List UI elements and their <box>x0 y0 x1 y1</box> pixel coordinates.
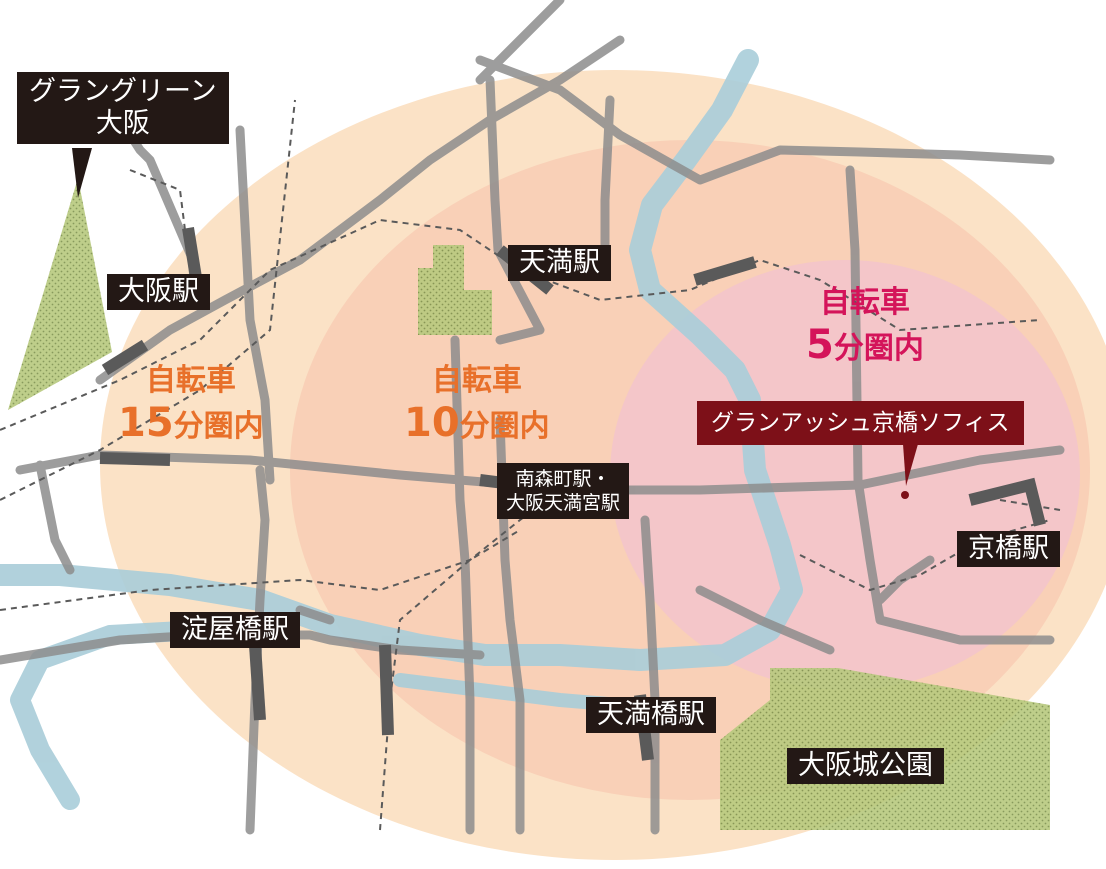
label-destination: グランアッシュ京橋ソフィス <box>697 401 1024 445</box>
zone-10min-value: 10分圏内 <box>404 400 550 450</box>
zone-15min-unit: 分圏内 <box>173 409 264 444</box>
zone-10min-label: 自転車 10分圏内 <box>404 362 550 450</box>
label-minamimorimachi-station: 南森町駅・ 大阪天満宮駅 <box>497 463 630 519</box>
zone-5min-title: 自転車 <box>819 285 910 320</box>
zone-5min-unit: 分圏内 <box>833 331 924 366</box>
grand-green-pointer <box>72 148 92 198</box>
ogimachi-park <box>418 245 492 335</box>
label-osaka-station: 大阪駅 <box>107 274 210 310</box>
destination-marker <box>901 491 909 499</box>
zone-15min-title: 自転車 <box>145 363 236 398</box>
grand-green-park <box>8 178 112 410</box>
zone-15min-value: 15分圏内 <box>118 400 264 450</box>
destination-pointer <box>903 444 918 486</box>
label-yodoyabashi-station: 淀屋橋駅 <box>170 612 300 648</box>
zone-5min-number: 5 <box>806 322 834 368</box>
zone-5min-label: 自転車 5分圏内 <box>806 284 924 372</box>
label-tenma-station: 天満駅 <box>508 245 611 281</box>
label-kyobashi-station: 京橋駅 <box>957 531 1060 567</box>
label-grand-green-osaka: グラングリーン 大阪 <box>17 72 229 144</box>
zone-15min-label: 自転車 15分圏内 <box>118 362 264 450</box>
zone-5min-value: 5分圏内 <box>806 322 924 372</box>
zone-15min-number: 15 <box>118 400 174 446</box>
zone-10min-number: 10 <box>404 400 460 446</box>
label-osaka-castle-park: 大阪城公園 <box>787 748 944 784</box>
zone-10min-unit: 分圏内 <box>459 409 550 444</box>
zone-10min-title: 自転車 <box>431 363 522 398</box>
label-tenmabashi-station: 天満橋駅 <box>586 697 716 733</box>
